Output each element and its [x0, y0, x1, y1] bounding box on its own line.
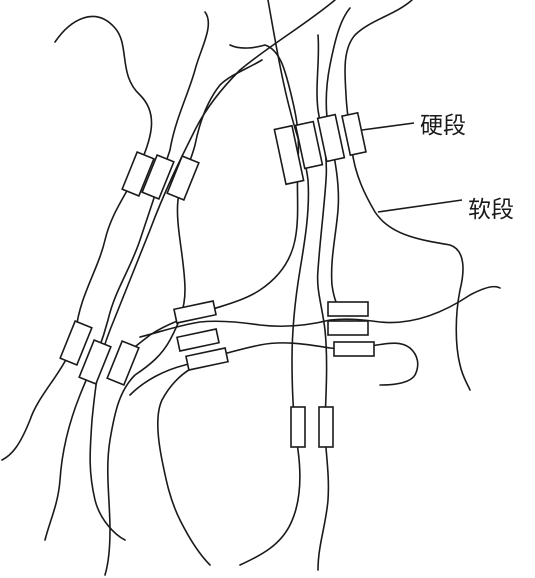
- hard-block-tc-1: [273, 124, 305, 186]
- chain-left-diagonal-a: [44, 11, 210, 541]
- hard-block-ul-3: [166, 155, 200, 201]
- chain-right-branch: [325, 7, 351, 316]
- soft-segment-leader: [377, 199, 463, 213]
- hard-block-right-2: [327, 320, 369, 336]
- hard-block-center-1: [173, 300, 217, 324]
- hard-block-tc-3: [316, 113, 346, 163]
- hard-block-bottom-1: [290, 406, 306, 448]
- chain-horizontal-upper: [139, 285, 501, 338]
- hard-block-center-3: [185, 347, 229, 371]
- hard-block-ll-2: [78, 339, 112, 385]
- soft-segment-label: 软段: [468, 197, 514, 223]
- hard-block-right-1: [327, 301, 369, 317]
- hard-block-center-2: [176, 328, 220, 352]
- chain-main-vertical: [239, 0, 310, 566]
- hard-block-ll-3: [106, 340, 140, 386]
- hard-segment-label: 硬段: [420, 113, 466, 139]
- hard-block-tc-4: [341, 111, 367, 157]
- hard-block-bottom-2: [318, 406, 334, 448]
- annotations: 硬段 软段: [361, 113, 514, 223]
- hard-segment-leader: [361, 122, 415, 131]
- hard-block-ul-2: [141, 154, 175, 200]
- hard-segment-blocks: [59, 111, 375, 448]
- chain-left-diagonal-b: [89, 0, 336, 541]
- chain-lower-left-cross: [157, 367, 211, 566]
- chain-top-right-loop: [344, 0, 471, 391]
- hard-block-tc-2: [294, 120, 324, 170]
- hard-block-ll-1: [59, 320, 93, 366]
- soft-segment-chains: [1, 0, 501, 576]
- hard-block-ul-1: [121, 151, 155, 197]
- hard-block-right-3: [333, 341, 375, 357]
- chain-far-left: [1, 15, 153, 461]
